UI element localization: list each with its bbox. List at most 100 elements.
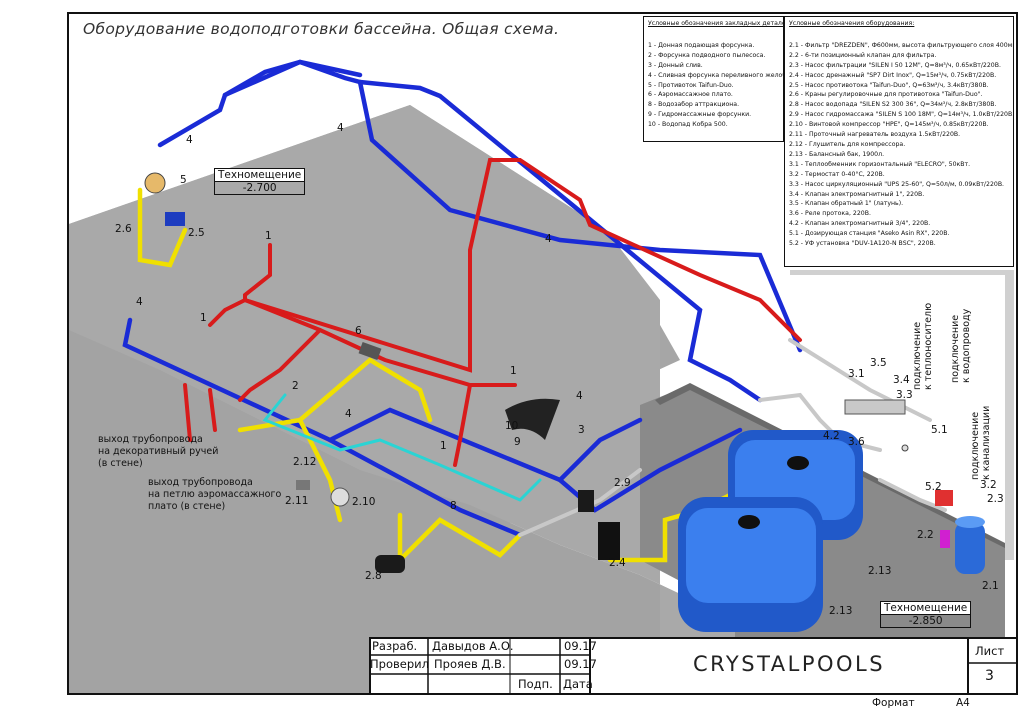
tag: 2.4: [609, 557, 626, 569]
tag: 2.11: [285, 495, 309, 507]
tag: 2.1: [982, 580, 999, 592]
legend-parts-item: 8 - Водозабор аттракциона.: [648, 101, 740, 109]
stamp-sheet-label: Лист: [975, 644, 1005, 658]
tag: 2.12: [293, 456, 317, 468]
note-line: (в стене): [98, 458, 143, 469]
legend-equipment-item: 2.2 - 6-ти позиционный клапан для фильтр…: [789, 51, 937, 59]
room-level: -2.850: [880, 615, 972, 628]
tag: 4: [545, 233, 552, 245]
legend-equipment-item: 3.6 - Реле протока, 220В.: [789, 210, 871, 218]
note-aeromassage-loop: выход трубопровода на петлю аэромассажно…: [148, 477, 281, 513]
tag: 8: [450, 500, 457, 512]
room-name: Техномещение: [214, 168, 306, 182]
legend-equipment-item: 2.4 - Насос дренажный "SP7 Dirt Inox", Q…: [789, 71, 997, 79]
note-line: плато (в стене): [148, 501, 226, 512]
note-line: подключение: [950, 314, 961, 383]
note-line: к канализации: [981, 405, 992, 480]
note-connection-water: подключение к водопроводу: [950, 309, 972, 383]
legend-equipment-item: 5.2 - УФ установка "DUV-1A120-N BSC", 22…: [789, 240, 936, 248]
tag: 5.1: [931, 424, 948, 436]
stamp-sheet-number: 3: [985, 668, 994, 684]
legend-equipment-item: 2.3 - Насос фильтрации "SILEN I 50 12M",…: [789, 61, 1001, 69]
filter-vessel: [955, 516, 985, 574]
floor-plane-edge: [69, 105, 735, 637]
note-line: подключение: [970, 411, 981, 480]
legend-parts-item: 10 - Водопад Кобра 500.: [648, 121, 728, 129]
stamp-date-label: Дата: [563, 677, 593, 691]
tag: 2.9: [614, 477, 631, 489]
legend-embedded-parts: Условные обозначения закладных деталей: …: [643, 16, 784, 142]
note-line: выход трубопровода: [98, 434, 203, 445]
tag: 2.5: [188, 227, 205, 239]
legend-parts-item: 3 - Донный слив.: [648, 61, 703, 69]
cyan-pipes: [262, 393, 542, 502]
tag: 2.13: [868, 565, 892, 577]
note-line: на петлю аэромассажного: [148, 489, 282, 500]
legend-equipment-item: 2.9 - Насос гидромассажа "SILEN S 100 18…: [789, 111, 1014, 119]
legend-equipment-item: 3.5 - Клапан обратный 1" (латунь).: [789, 200, 904, 208]
tag: 5.2: [925, 481, 942, 493]
tag: 1: [200, 312, 207, 324]
legend-parts-item: 1 - Донная подающая форсунка.: [648, 41, 755, 49]
tag: 10: [505, 420, 519, 432]
tag: 3.1: [848, 368, 865, 380]
format-value: А4: [956, 697, 970, 709]
tag: 2: [292, 380, 299, 392]
red-pipes: [183, 158, 802, 467]
legend-parts-item: 2 - Форсунка подводного пылесоса.: [648, 51, 766, 59]
note-line: на декоративный ручей: [98, 446, 219, 457]
floor-plane-lower: [69, 330, 735, 695]
note-decor-stream: выход трубопровода на декоративный ручей…: [98, 434, 218, 470]
balance-tank-2: [678, 497, 823, 632]
tag: 3.3: [896, 389, 913, 401]
legend-equipment-item: 3.1 - Теплообменник горизонтальный "ELEC…: [789, 160, 971, 168]
note-line: выход трубопровода: [148, 477, 253, 488]
legend-equipment-item: 5.1 - Дозирующая станция "Aseko Asin RX"…: [789, 230, 950, 238]
legend-equipment-item: 2.8 - Насос водопада "SILEN S2 300 36", …: [789, 101, 997, 109]
legend-equipment-item: 2.10 - Винтовой компрессор "HPE", Q=145м…: [789, 121, 989, 129]
tag: 2.13: [829, 605, 853, 617]
tag: 2.2: [917, 529, 934, 541]
drawing-title: Оборудование водоподготовки бассейна. Об…: [83, 20, 560, 38]
tag: 2.10: [352, 496, 376, 508]
legend-parts-item: 4 - Сливная форсунка переливного желоба.: [648, 71, 784, 79]
legend-equipment-item: 2.12 - Глушитель для компрессора.: [789, 140, 906, 148]
company-name: CRYSTALPOOLS: [693, 652, 886, 676]
legend-equipment-item: 2.6 - Краны регулировочные для противото…: [789, 91, 983, 99]
legend-parts-item: 5 - Противоток Taifun-Duo.: [648, 81, 734, 89]
stamp-developer-date: 09.17: [564, 639, 597, 653]
legend-equipment-item: 2.13 - Балансный бак, 1900л.: [789, 150, 885, 158]
tag: 2.3: [987, 493, 1004, 505]
aeromassage-plate: [358, 341, 382, 361]
tag: 3.5: [870, 357, 887, 369]
stamp-developer-name: Давыдов А.О.: [432, 639, 514, 653]
stamp-checker-name: Прояев Д.В.: [434, 657, 506, 671]
tag: 4: [337, 122, 344, 134]
title-block: [369, 637, 1018, 695]
legend-equipment-heading: Условные обозначения оборудования:: [789, 20, 915, 27]
room-level: -2.700: [214, 182, 306, 195]
tag: 1: [510, 365, 517, 377]
note-connection-heat: подключение к теплоносителю: [912, 303, 934, 390]
tag: 2.6: [115, 223, 132, 235]
legend-equipment: Условные обозначения оборудования: 2.1 -…: [784, 16, 1014, 267]
note-line: подключение: [912, 321, 923, 390]
stamp-developer-label: Разраб.: [372, 639, 418, 653]
equipment: [144, 172, 953, 573]
tag: 4: [136, 296, 143, 308]
note-line: к водопроводу: [961, 308, 972, 383]
tech-room-label-upper: Техномещение -2.700: [214, 168, 306, 195]
stamp-checker-label: Проверил: [370, 657, 429, 671]
stamp-signature-label: Подп.: [518, 677, 553, 691]
tech-room-label-lower: Техномещение -2.850: [880, 601, 972, 628]
tag: 4: [345, 408, 352, 420]
legend-equipment-item: 2.1 - Фильтр "DREZDEN", Ф600мм, высота ф…: [789, 41, 1014, 49]
format-label: Формат: [872, 697, 915, 709]
tag: 4.2: [823, 430, 840, 442]
tag: 1: [265, 230, 272, 242]
note-line: к теплоносителю: [923, 302, 934, 390]
tag: 3: [578, 424, 585, 436]
legend-parts-heading: Условные обозначения закладных деталей:: [648, 20, 784, 27]
room-name: Техномещение: [880, 601, 972, 615]
